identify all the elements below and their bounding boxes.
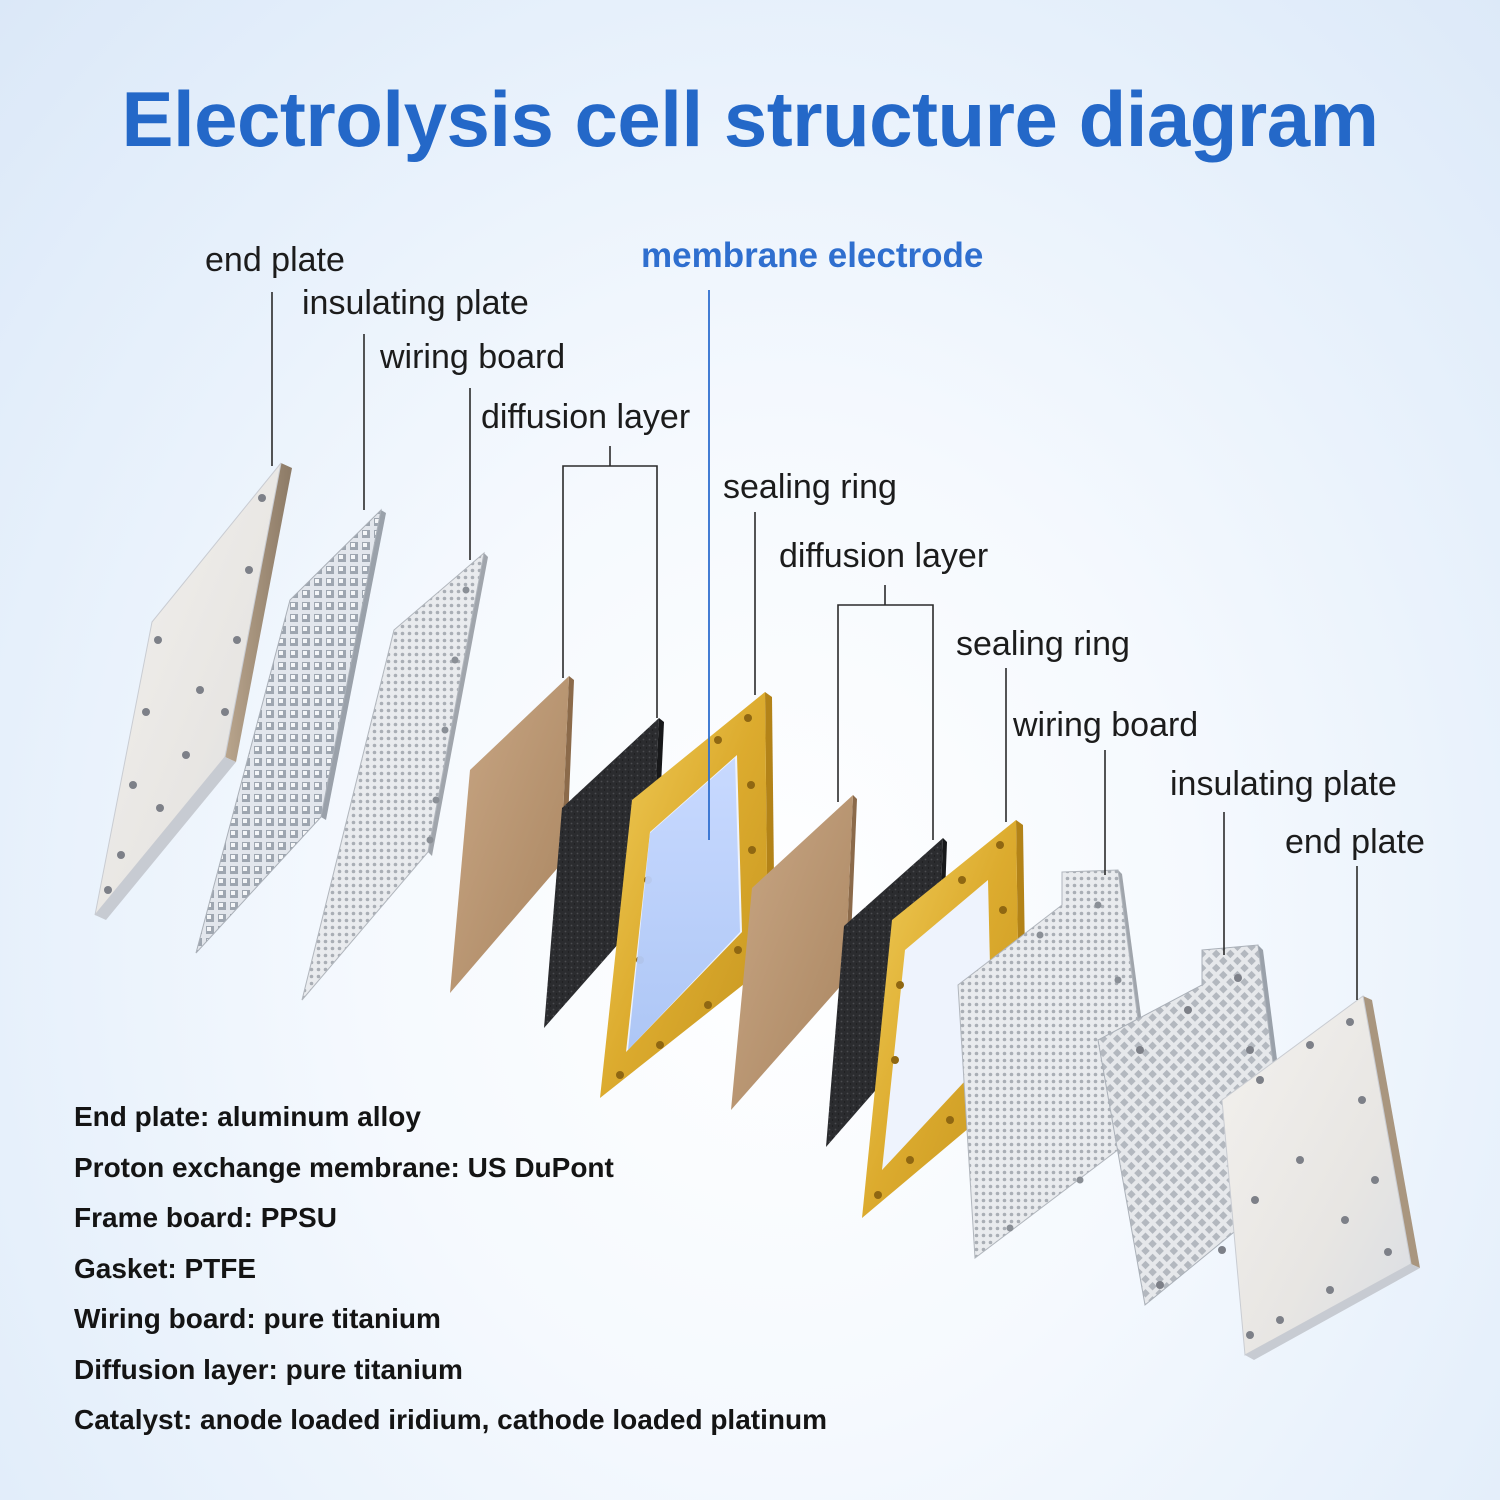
- label-insulating-plate-left: insulating plate: [302, 284, 529, 322]
- leader-diffusion-layer-left: [562, 465, 658, 718]
- spec-end-plate: End plate: aluminum alloy: [74, 1101, 421, 1132]
- insulating-plate-left: [195, 508, 386, 954]
- label-diffusion-layer-right: diffusion layer: [779, 537, 989, 575]
- membrane: [628, 758, 740, 1050]
- label-insulating-plate-right: insulating plate: [1170, 765, 1397, 803]
- label-wiring-board-left: wiring board: [380, 338, 566, 376]
- end-plate-left: [94, 462, 292, 920]
- spec-frame-board: Frame board: PPSU: [74, 1202, 337, 1233]
- page-title: Electrolysis cell structure diagram: [121, 75, 1379, 163]
- spec-wiring-board: Wiring board: pure titanium: [74, 1303, 441, 1334]
- materials-list: End plate: aluminum alloy Proton exchang…: [74, 1098, 827, 1452]
- label-end-plate-right: end plate: [1285, 823, 1425, 861]
- spec-gasket: Gasket: PTFE: [74, 1252, 257, 1284]
- label-membrane-electrode: membrane electrode: [641, 236, 984, 275]
- end-plate-right: [1221, 995, 1420, 1360]
- label-sealing-ring-right: sealing ring: [956, 625, 1130, 663]
- spec-proton-exchange-membrane: Proton exchange membrane: US DuPont: [74, 1151, 614, 1183]
- wiring-board-left: [301, 551, 488, 1001]
- leader-lines: [271, 292, 1358, 1000]
- spec-diffusion-layer: Diffusion layer: pure titanium: [74, 1353, 463, 1385]
- spec-catalyst: Catalyst: anode loaded iridium, cathode …: [74, 1404, 827, 1435]
- label-diffusion-layer-left: diffusion layer: [481, 398, 691, 436]
- label-wiring-board-right: wiring board: [1013, 706, 1199, 744]
- label-end-plate-left: end plate: [205, 241, 345, 279]
- label-sealing-ring-left: sealing ring: [723, 468, 897, 506]
